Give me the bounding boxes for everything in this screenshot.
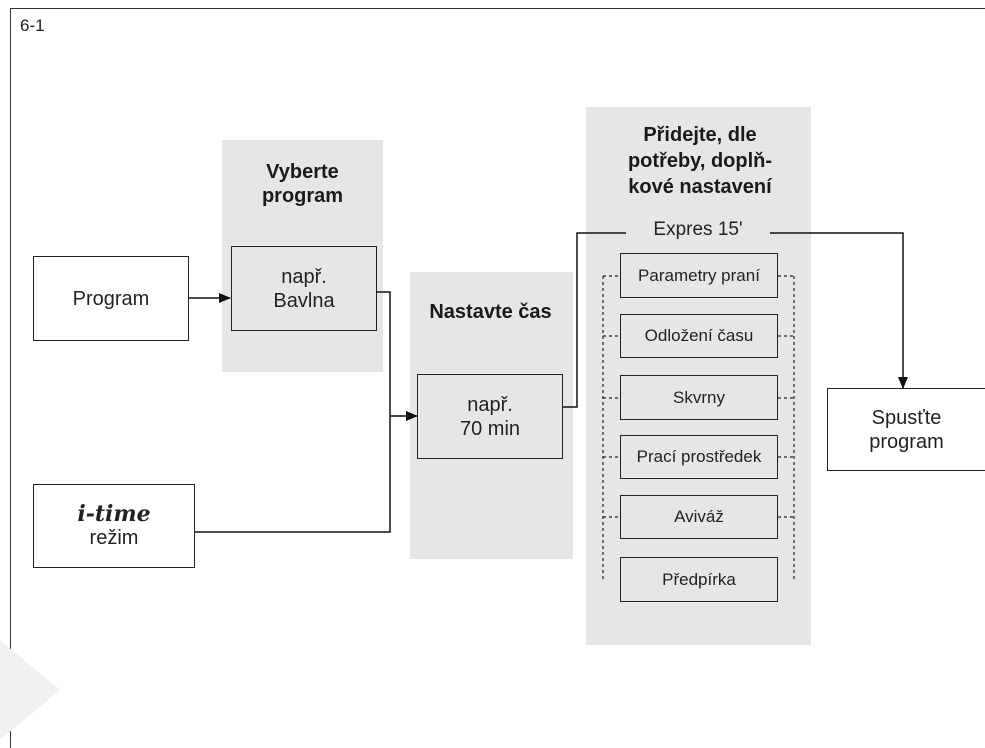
add-settings-heading: Přidejte, dle potřeby, doplň-kové nastav… [627, 124, 773, 198]
options-bracket [602, 275, 795, 580]
option-prewash: Předpírka [620, 557, 778, 602]
set-time-heading: Nastavte čas [429, 301, 552, 323]
line-cotton-to-time [377, 291, 391, 416]
line-time-to-express [563, 232, 626, 408]
option-softener: Aviváž [620, 495, 778, 539]
example-program-box: např. Bavlna [231, 246, 377, 331]
figure-label: 6-1 [20, 16, 45, 35]
example-time-box: např. 70 min [417, 374, 563, 459]
line-itime-to-time [195, 416, 391, 533]
option-wash-parameters: Parametry praní [620, 253, 778, 298]
itime-mode-box: i-time režim [33, 484, 195, 568]
option-stains: Skvrny [620, 375, 778, 420]
corner-decoration [0, 640, 60, 740]
express-option-label: Expres 15' [626, 217, 770, 243]
arrow-express-to-start [770, 232, 908, 389]
select-program-heading: Vyberte program [261, 161, 344, 207]
program-box: Program [33, 256, 189, 341]
option-detergent: Prací prostředek [620, 435, 778, 479]
itime-mode-label: režim [89, 527, 139, 549]
option-delay-time: Odložení času [620, 314, 778, 358]
start-program-box: Spusťte program [827, 388, 985, 471]
itime-title: i-time [77, 501, 151, 527]
figure-frame [10, 8, 985, 748]
